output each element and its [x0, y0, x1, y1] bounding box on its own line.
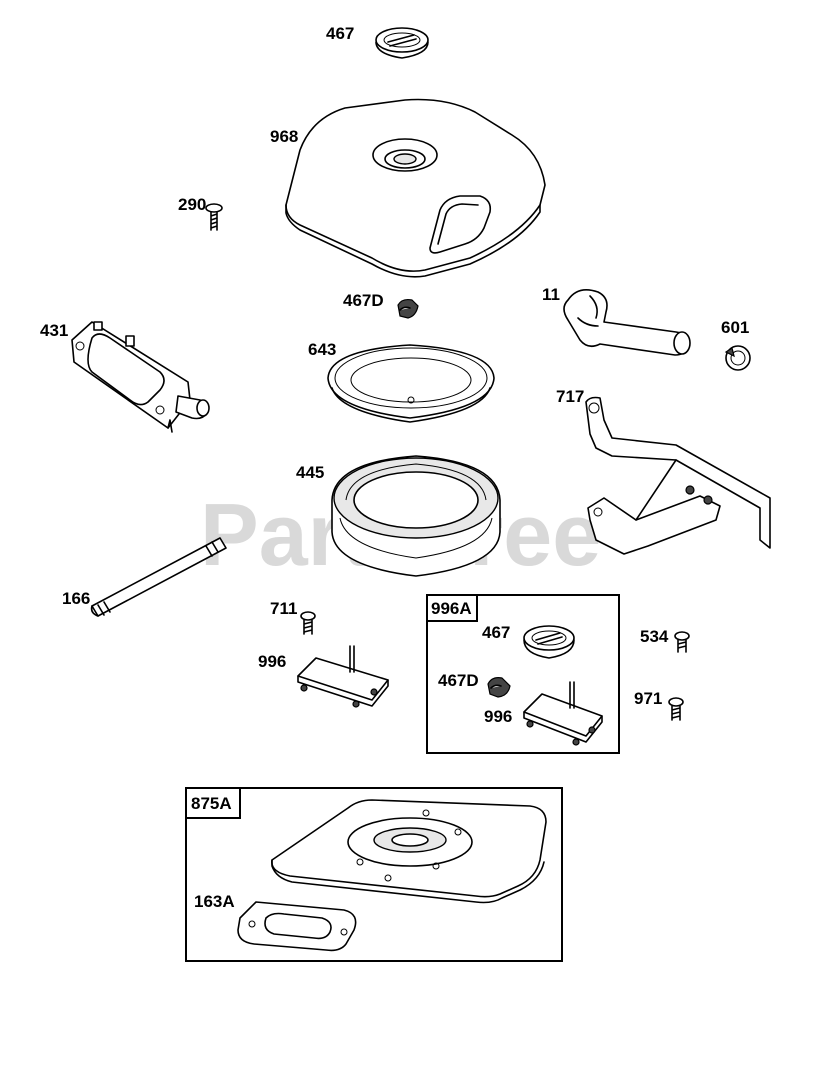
- part-431-adapter[interactable]: [71, 321, 210, 433]
- kit-996a-title: 996A: [431, 599, 472, 618]
- label-717: 717: [556, 387, 584, 406]
- part-163a-gasket[interactable]: [237, 901, 357, 952]
- kit-875a-box: [185, 787, 563, 962]
- label-467: 467: [326, 24, 354, 43]
- label-968: 968: [270, 127, 298, 146]
- kit-996a-part-467d-nut[interactable]: [487, 677, 511, 698]
- kit-996a-box: [426, 594, 620, 754]
- part-534-screw[interactable]: [674, 631, 690, 653]
- label-445: 445: [296, 463, 324, 482]
- part-11-breather-tube[interactable]: [563, 289, 691, 356]
- kit-875a-title: 875A: [191, 794, 232, 813]
- label-467d: 467D: [343, 291, 384, 310]
- label-643: 643: [308, 340, 336, 359]
- part-467-knob[interactable]: [375, 27, 429, 59]
- label-290: 290: [178, 195, 206, 214]
- part-601-clamp[interactable]: [724, 345, 751, 371]
- label-601: 601: [721, 318, 749, 337]
- label-711: 711: [270, 599, 297, 618]
- part-166-stud[interactable]: [90, 537, 227, 617]
- label-971: 971: [634, 689, 662, 708]
- part-643-filter-base[interactable]: [327, 344, 495, 423]
- label-996: 996: [258, 652, 286, 671]
- kit-996a-label-467: 467: [482, 623, 510, 642]
- part-717-bracket[interactable]: [585, 396, 771, 555]
- kit-996a-part-996-plate[interactable]: [523, 681, 603, 746]
- label-166: 166: [62, 589, 90, 608]
- kit-996a-label-996: 996: [484, 707, 512, 726]
- kit-996a-part-467-knob[interactable]: [523, 625, 575, 659]
- part-445-filter-element[interactable]: [331, 455, 501, 577]
- part-968-cover[interactable]: [285, 98, 546, 278]
- part-875a-base-plate[interactable]: [271, 799, 547, 904]
- part-467d-nut[interactable]: [397, 298, 419, 319]
- kit-996a-label-467d: 467D: [438, 671, 479, 690]
- part-290-screw[interactable]: [205, 203, 223, 231]
- part-996-plate[interactable]: [297, 645, 389, 708]
- part-711-screw[interactable]: [300, 611, 316, 635]
- label-534: 534: [640, 627, 669, 646]
- label-11: 11: [542, 285, 560, 304]
- label-431: 431: [40, 321, 68, 340]
- label-163a: 163A: [194, 892, 235, 911]
- part-971-screw[interactable]: [668, 697, 684, 721]
